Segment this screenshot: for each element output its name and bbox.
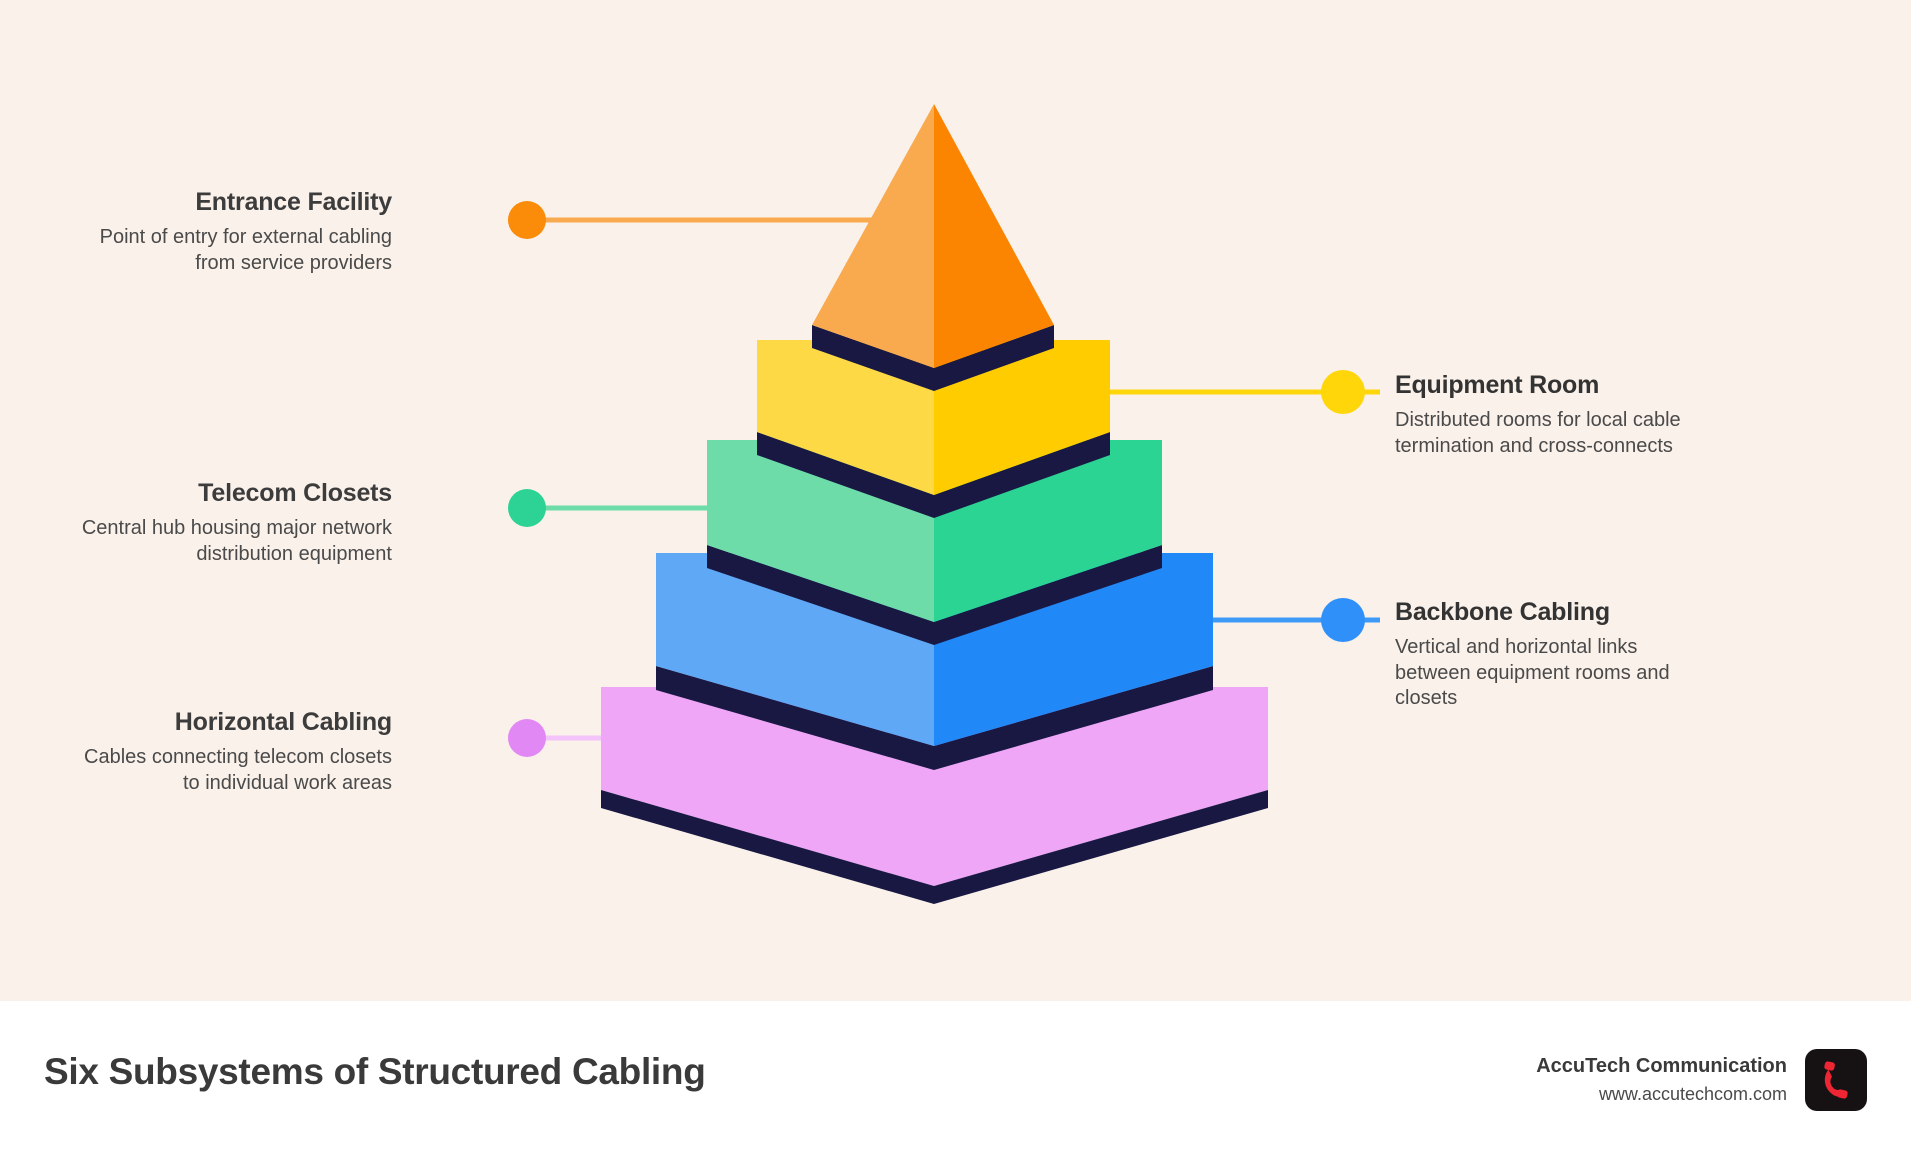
callout-title: Equipment Room — [1395, 371, 1600, 399]
callout-description: Distributed rooms for local cable termin… — [1395, 409, 1681, 457]
poster-title: Six Subsystems of Structured Cabling — [44, 1051, 706, 1092]
pyramid-tier-entrance-facility[interactable] — [812, 104, 1054, 368]
brand-name: AccuTech Communication — [1536, 1054, 1787, 1077]
callout-title: Telecom Closets — [198, 479, 392, 507]
callout-equipment-room[interactable]: Equipment Room Distributed rooms for loc… — [1395, 370, 1735, 459]
tier-face-left — [812, 104, 934, 368]
callout-entrance-facility[interactable]: Entrance Facility Point of entry for ext… — [62, 187, 393, 276]
callout-title: Entrance Facility — [195, 188, 392, 216]
callout-backbone-cabling[interactable]: Backbone Cabling Vertical and horizontal… — [1395, 597, 1695, 712]
tier-face-left — [757, 340, 934, 495]
brand-text: AccuTech Communication www.accutechcom.c… — [1536, 1054, 1787, 1106]
callout-title: Backbone Cabling — [1395, 598, 1610, 626]
brand-block[interactable]: AccuTech Communication www.accutechcom.c… — [1536, 1049, 1867, 1111]
footer-bar: Six Subsystems of Structured Cabling Acc… — [0, 1001, 1911, 1160]
callout-description: Point of entry for external cabling from… — [99, 226, 392, 274]
connector-dot-entrance-facility[interactable] — [508, 201, 546, 239]
tier-divider-band-2 — [757, 432, 1110, 518]
connector-dot-equipment-room[interactable] — [1321, 370, 1365, 414]
callout-telecom-closets[interactable]: Telecom Closets Central hub housing majo… — [62, 478, 392, 567]
pyramid-diagram — [508, 104, 1380, 904]
callout-title: Horizontal Cabling — [174, 708, 392, 736]
callout-horizontal-cabling[interactable]: Horizontal Cabling Cables connecting tel… — [62, 707, 392, 796]
brand-url[interactable]: www.accutechcom.com — [1598, 1083, 1787, 1104]
callout-description: Central hub housing major network distri… — [81, 517, 392, 565]
connector-dot-horizontal-cabling[interactable] — [508, 719, 546, 757]
tier-divider-band-1 — [812, 325, 1054, 391]
tier-face-right — [934, 104, 1054, 368]
tier-divider-band-4 — [656, 666, 1213, 770]
callout-description: Vertical and horizontal links between eq… — [1395, 636, 1670, 710]
connector-dot-backbone-cabling[interactable] — [1321, 598, 1365, 642]
diagram-stage: Entrance Facility Point of entry for ext… — [0, 0, 1911, 1001]
connector-dot-telecom-closets[interactable] — [508, 489, 546, 527]
telephone-handset-icon — [1805, 1049, 1867, 1111]
pyramid-tier-equipment-room[interactable] — [757, 340, 1110, 495]
callout-description: Cables connecting telecom closets to ind… — [84, 746, 392, 794]
tier-divider-band-3 — [707, 545, 1162, 645]
tier-face-right — [934, 340, 1110, 495]
